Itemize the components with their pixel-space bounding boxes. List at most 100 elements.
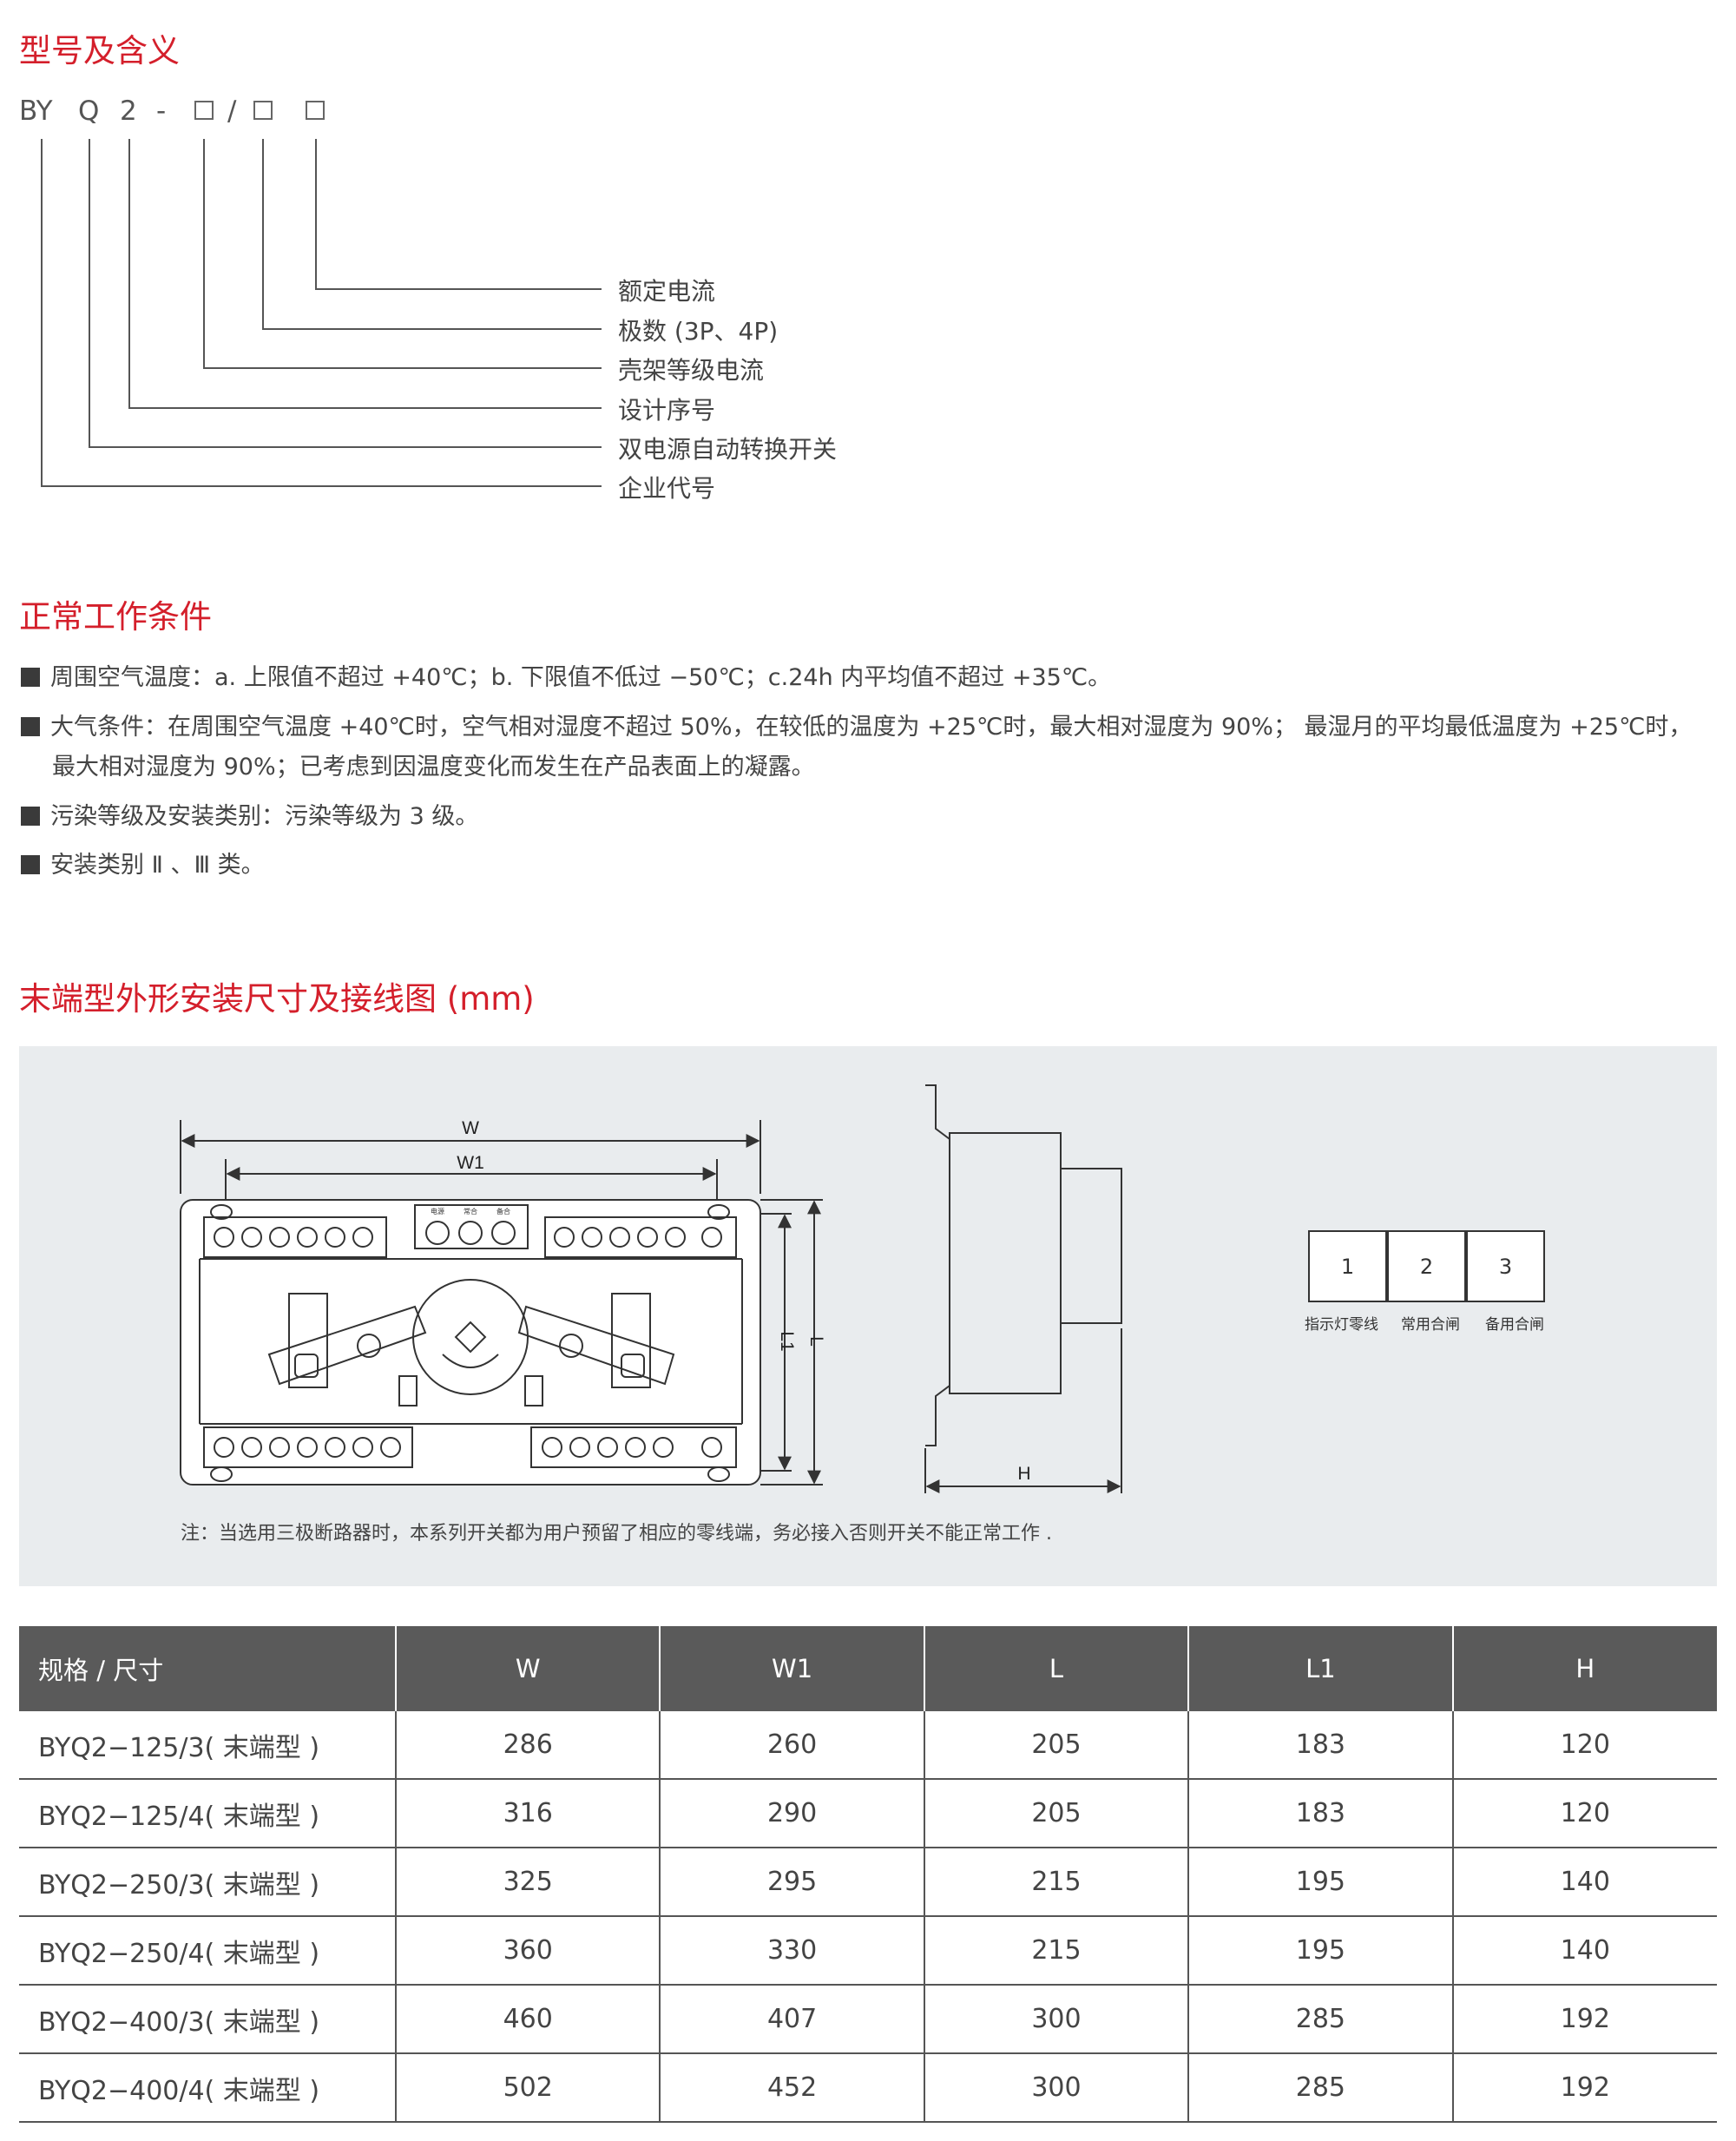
- table-row: BYQ2−400/4( 末端型 ) 502 452 300 285 192: [19, 2053, 1717, 2123]
- cell-w: 502: [394, 2053, 661, 2123]
- wiring-terminal-3: 3: [1466, 1230, 1545, 1302]
- bullet-square-icon: [21, 668, 40, 687]
- cell-l: 205: [923, 1711, 1189, 1780]
- table-row: BYQ2−125/3( 末端型 ) 286 260 205 183 120: [19, 1711, 1717, 1780]
- cell-w1: 407: [659, 1985, 924, 2054]
- cell-w1: 452: [659, 2053, 924, 2123]
- code-design-number: 2: [120, 96, 137, 127]
- cell-model: BYQ2−250/3( 末端型 ): [19, 1848, 396, 1917]
- cell-h: 140: [1451, 1916, 1717, 1986]
- cell-model: BYQ2−125/4( 末端型 ): [19, 1779, 396, 1848]
- dimension-drawing: W W1 H L1 L 电源 常合 备合: [180, 1084, 1122, 1493]
- header-l: L: [923, 1626, 1189, 1711]
- wiring-terminal-1: 1: [1308, 1230, 1387, 1302]
- cell-l1: 285: [1187, 2053, 1453, 2123]
- header-spec: 规格 / 尺寸: [19, 1626, 396, 1711]
- cell-w1: 290: [659, 1779, 924, 1848]
- drawing-note: 注：当选用三极断路器时，本系列开关都为用户预留了相应的零线端，务必接入否则开关不…: [181, 1523, 1052, 1545]
- condition-text: 安装类别 Ⅱ 、Ⅲ 类。: [50, 852, 265, 879]
- switch-plate: [180, 1199, 761, 1486]
- condition-item: 安装类别 Ⅱ 、Ⅲ 类。: [21, 846, 1722, 886]
- code-box-current: [306, 101, 325, 120]
- cell-model: BYQ2−400/3( 末端型 ): [19, 1985, 396, 2054]
- condition-text: 污染等级及安装类别：污染等级为 3 级。: [50, 803, 479, 830]
- cell-w1: 295: [659, 1848, 924, 1917]
- table-header-row: 规格 / 尺寸 W W1 L L1 H: [19, 1626, 1717, 1711]
- table-row: BYQ2−125/4( 末端型 ) 316 290 205 183 120: [19, 1779, 1717, 1848]
- cell-w: 316: [394, 1779, 661, 1848]
- wiring-label-normal-close: 常用合闸: [1401, 1316, 1460, 1334]
- table-row: BYQ2−250/3( 末端型 ) 325 295 215 195 140: [19, 1848, 1717, 1917]
- bullet-square-icon: [21, 855, 40, 874]
- model-legend-lines: [41, 139, 602, 487]
- code-q: Q: [78, 96, 100, 127]
- cell-h: 140: [1451, 1848, 1717, 1917]
- cell-w1: 330: [659, 1916, 924, 1986]
- cell-h: 120: [1451, 1779, 1717, 1848]
- legend-design-number: 设计序号: [618, 396, 716, 425]
- dim-l-label: L: [806, 1336, 826, 1347]
- dim-l1-label: L1: [777, 1331, 797, 1351]
- wiring-label-neutral: 指示灯零线: [1305, 1316, 1378, 1334]
- code-slash: /: [227, 96, 237, 127]
- cell-w: 360: [394, 1916, 661, 1986]
- code-prefix: BY: [19, 96, 53, 127]
- cell-l: 300: [923, 2053, 1189, 2123]
- dim-w1-label: W1: [457, 1153, 484, 1173]
- cell-l: 215: [923, 1916, 1189, 1986]
- cell-l1: 183: [1187, 1779, 1453, 1848]
- dim-w-label: W: [462, 1118, 479, 1138]
- drawing-section-title: 末端型外形安装尺寸及接线图 (mm): [19, 980, 535, 1018]
- conditions-section-title: 正常工作条件: [19, 598, 212, 636]
- cell-l1: 183: [1187, 1711, 1453, 1780]
- panel-label: 备合: [496, 1207, 510, 1215]
- condition-item: 大气条件：在周围空气温度 +40℃时，空气相对湿度不超过 50%，在较低的温度为…: [21, 708, 1722, 787]
- condition-text: 周围空气温度：a. 上限值不超过 +40℃；b. 下限值不低过 −50℃；c.2…: [50, 664, 1112, 691]
- table-row: BYQ2−250/4( 末端型 ) 360 330 215 195 140: [19, 1916, 1717, 1986]
- cell-model: BYQ2−400/4( 末端型 ): [19, 2053, 396, 2123]
- panel-label: 电源: [431, 1207, 444, 1215]
- cell-model: BYQ2−250/4( 末端型 ): [19, 1916, 396, 1986]
- cell-l: 300: [923, 1985, 1189, 2054]
- bullet-square-icon: [21, 807, 40, 826]
- code-box-frame: [194, 101, 214, 120]
- side-body: [949, 1132, 1062, 1394]
- legend-ats: 双电源自动转换开关: [618, 435, 838, 464]
- condition-text-continued: 最大相对湿度为 90%；已考虑到因温度变化而发生在产品表面上的凝露。: [52, 754, 815, 781]
- code-box-poles: [253, 101, 273, 120]
- cell-h: 120: [1451, 1711, 1717, 1780]
- header-w1: W1: [659, 1626, 924, 1711]
- side-bracket: [925, 1084, 950, 1446]
- header-h: H: [1451, 1626, 1717, 1711]
- cell-w: 460: [394, 1985, 661, 2054]
- wiring-label-backup-close: 备用合闸: [1485, 1316, 1544, 1334]
- cell-l1: 195: [1187, 1848, 1453, 1917]
- cell-w1: 260: [659, 1711, 924, 1780]
- bullet-square-icon: [21, 717, 40, 736]
- side-handle-housing: [1060, 1168, 1122, 1324]
- legend-company-code: 企业代号: [618, 474, 716, 503]
- table-row: BYQ2−400/3( 末端型 ) 460 407 300 285 192: [19, 1985, 1717, 2054]
- dim-h-label: H: [1017, 1464, 1030, 1484]
- legend-poles: 极数 (3P、4P): [618, 317, 779, 346]
- cell-l1: 285: [1187, 1985, 1453, 2054]
- code-dash: -: [156, 96, 167, 127]
- cell-l1: 195: [1187, 1916, 1453, 1986]
- dimension-table: 规格 / 尺寸 W W1 L L1 H BYQ2−125/3( 末端型 ) 28…: [19, 1626, 1717, 2123]
- legend-rated-current: 额定电流: [618, 277, 716, 306]
- cell-model: BYQ2−125/3( 末端型 ): [19, 1711, 396, 1780]
- header-l1: L1: [1187, 1626, 1453, 1711]
- cell-l: 215: [923, 1848, 1189, 1917]
- cell-l: 205: [923, 1779, 1189, 1848]
- legend-frame-current: 壳架等级电流: [618, 356, 765, 385]
- condition-text: 大气条件：在周围空气温度 +40℃时，空气相对湿度不超过 50%，在较低的温度为…: [50, 714, 1693, 741]
- cell-w: 325: [394, 1848, 661, 1917]
- wiring-terminal-2: 2: [1387, 1230, 1466, 1302]
- header-w: W: [394, 1626, 661, 1711]
- model-section-title: 型号及含义: [19, 32, 180, 69]
- condition-item: 周围空气温度：a. 上限值不超过 +40℃；b. 下限值不低过 −50℃；c.2…: [21, 658, 1722, 698]
- cell-h: 192: [1451, 2053, 1717, 2123]
- cell-w: 286: [394, 1711, 661, 1780]
- condition-item: 污染等级及安装类别：污染等级为 3 级。: [21, 797, 1722, 837]
- cell-h: 192: [1451, 1985, 1717, 2054]
